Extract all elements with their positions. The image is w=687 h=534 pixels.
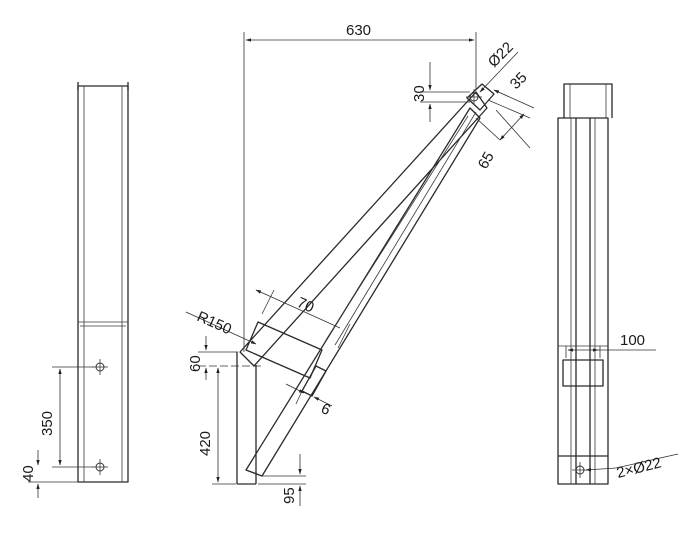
dim-35: 35 — [507, 69, 531, 93]
dim-350: 350 — [39, 411, 56, 436]
dim-420: 420 — [197, 431, 214, 456]
dim-100: 100 — [620, 332, 645, 349]
dim-65: 65 — [475, 149, 498, 172]
left-side-view: 350 40 — [20, 82, 129, 498]
right-back-view: 100 2×Ø22 — [557, 83, 679, 485]
dim-2phi22: 2×Ø22 — [615, 454, 663, 481]
dim-phi22: Ø22 — [485, 39, 517, 71]
dim-40: 40 — [20, 465, 37, 482]
dim-630: 630 — [346, 22, 371, 39]
dim-60: 60 — [187, 355, 204, 372]
dim-6: 6 — [318, 400, 333, 419]
dim-70: 70 — [294, 294, 316, 316]
dim-95: 95 — [281, 487, 298, 504]
front-view: 630 Ø22 30 35 65 R150 70 60 — [185, 22, 535, 506]
dim-30: 30 — [411, 85, 428, 102]
dim-r150: R150 — [194, 308, 234, 338]
